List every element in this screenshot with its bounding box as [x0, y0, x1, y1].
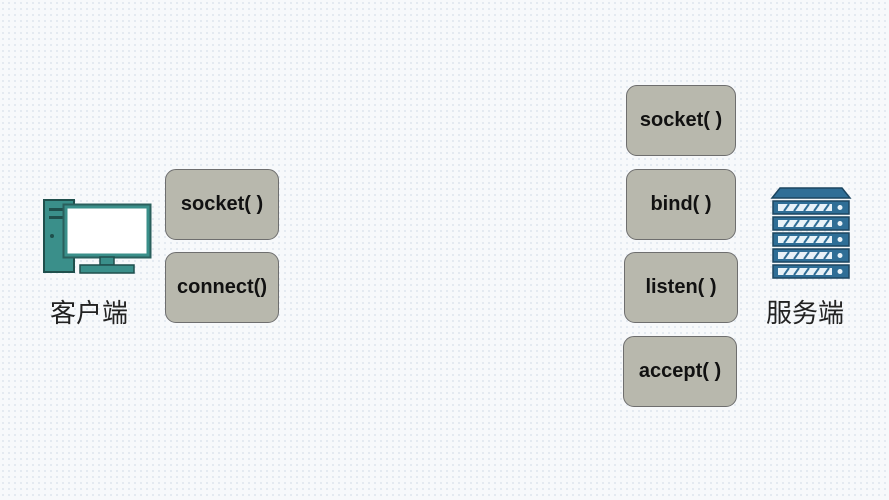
client-connect-box: connect(): [165, 252, 279, 323]
server-bind-box: bind( ): [626, 169, 736, 240]
server-accept-box: accept( ): [623, 336, 737, 407]
server-rack-icon: [770, 187, 852, 279]
server-socket-box: socket( ): [626, 85, 736, 156]
server-label: 服务端: [766, 299, 845, 329]
client-socket-box: socket( ): [165, 169, 279, 240]
client-label: 客户端: [50, 299, 129, 329]
desktop-computer-icon: [43, 199, 152, 274]
server-listen-box: listen( ): [624, 252, 738, 323]
